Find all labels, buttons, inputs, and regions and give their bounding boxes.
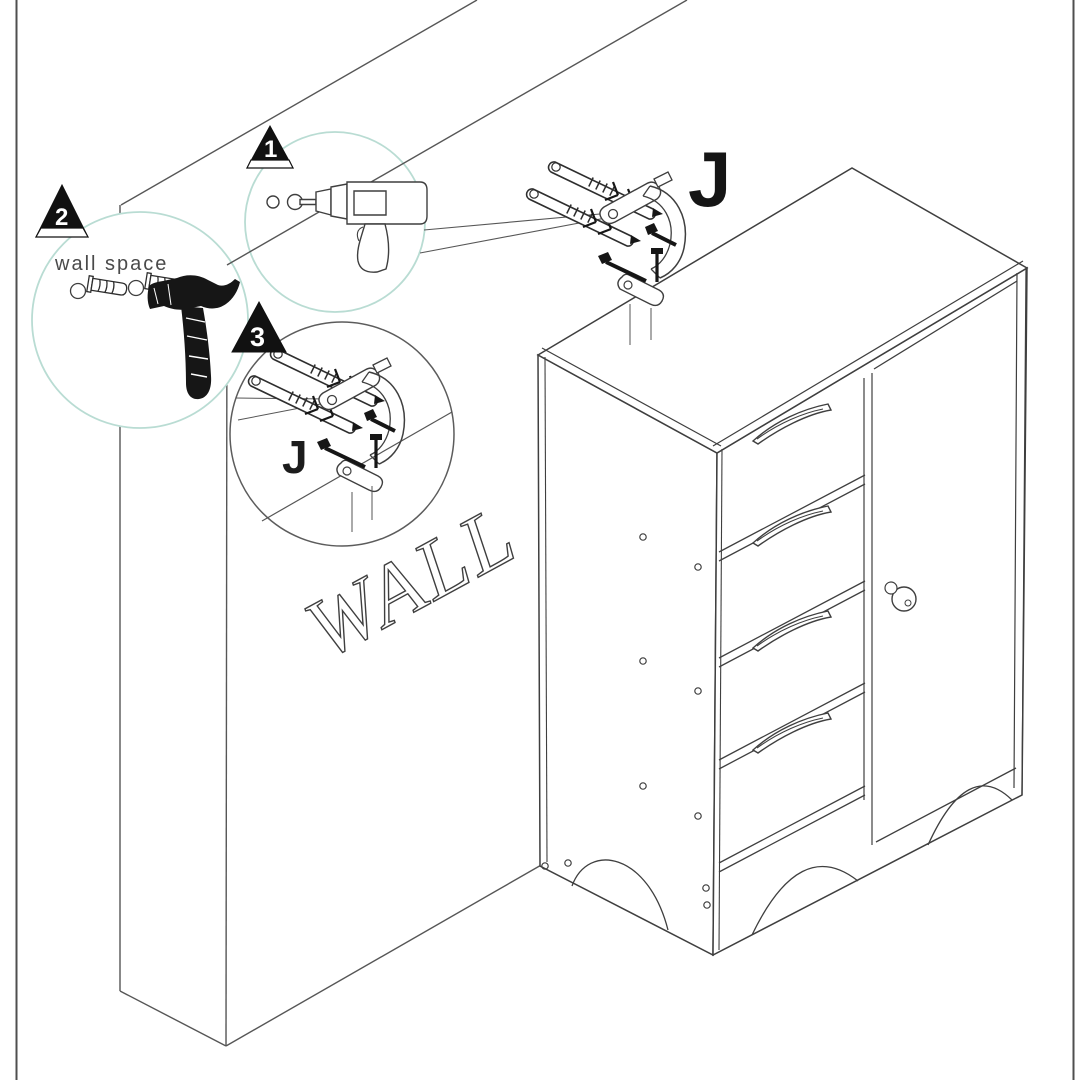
hammer-icon xyxy=(147,275,240,400)
wall-anchor-icon xyxy=(86,275,128,296)
top-bracket-assembly: J xyxy=(525,135,731,345)
part-label: J xyxy=(688,135,731,223)
step-2-badge: 2 xyxy=(34,183,90,238)
side-panel-holes xyxy=(541,533,711,909)
cabinet-door xyxy=(873,280,1018,843)
wall-top-edge xyxy=(226,0,688,266)
callout-3-content: J xyxy=(235,347,453,532)
pilot-hole-mark xyxy=(69,282,87,300)
bracket-position-leaders xyxy=(351,486,373,532)
drawer-door-divider xyxy=(863,373,873,845)
cabinet xyxy=(536,167,1029,957)
pilot-hole-mark xyxy=(127,279,145,297)
wall-space-label: wall space xyxy=(54,253,168,275)
page-border xyxy=(15,0,1075,1080)
step-2-number: 2 xyxy=(55,204,68,231)
callout-3-circle xyxy=(229,321,455,547)
cabinet-top-panel xyxy=(536,167,1029,454)
step-3-number: 3 xyxy=(250,322,265,352)
callout-2-content: wall space xyxy=(54,253,240,400)
step-3-badge: 3 xyxy=(231,300,287,353)
step-1-number: 1 xyxy=(264,136,277,163)
drill-icon xyxy=(266,181,428,273)
base-aprons xyxy=(571,785,1013,936)
callout-2-circle xyxy=(31,211,249,429)
drill-hole-mark xyxy=(266,195,280,209)
bracket-position-leaders xyxy=(629,304,652,345)
step-1-badge: 1 xyxy=(246,124,294,169)
callout-part-label: J xyxy=(282,431,308,483)
